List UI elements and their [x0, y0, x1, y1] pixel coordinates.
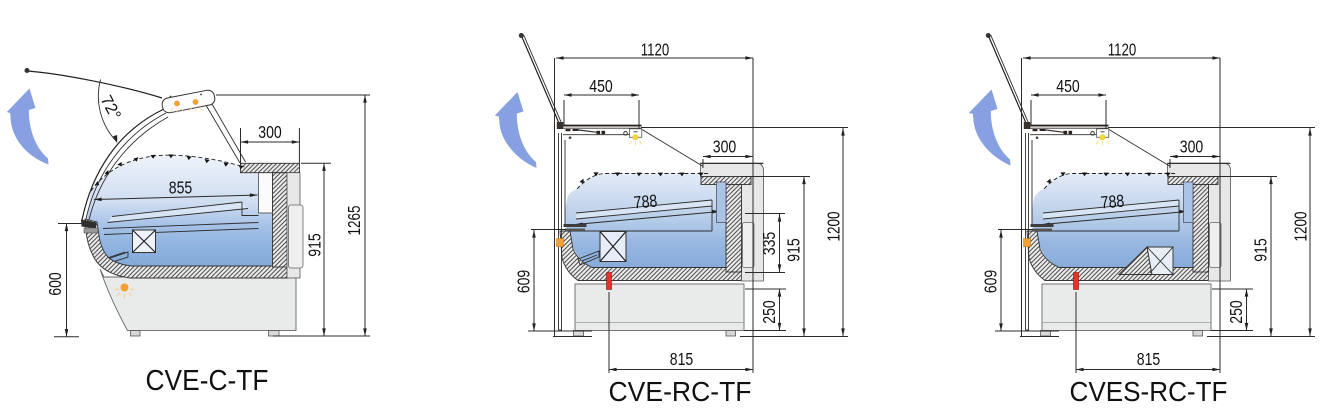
svg-text:1120: 1120: [641, 40, 670, 60]
svg-text:1200: 1200: [824, 211, 844, 241]
svg-text:300: 300: [713, 137, 737, 157]
svg-text:72°: 72°: [97, 92, 125, 122]
svg-text:788: 788: [633, 191, 658, 213]
svg-text:855: 855: [169, 178, 193, 198]
svg-text:450: 450: [589, 76, 613, 96]
svg-text:600: 600: [45, 272, 65, 296]
svg-text:915: 915: [305, 233, 325, 257]
svg-text:915: 915: [784, 238, 804, 262]
svg-text:335: 335: [759, 232, 779, 256]
svg-text:CVE-RC-TF: CVE-RC-TF: [609, 376, 752, 407]
svg-text:250: 250: [759, 300, 779, 324]
svg-text:CVE-C-TF: CVE-C-TF: [146, 365, 269, 397]
svg-text:815: 815: [670, 349, 694, 369]
svg-text:300: 300: [258, 122, 282, 142]
svg-text:1265: 1265: [344, 206, 364, 236]
svg-text:CVES-RC-TF: CVES-RC-TF: [1070, 376, 1228, 407]
svg-text:609: 609: [514, 270, 534, 294]
